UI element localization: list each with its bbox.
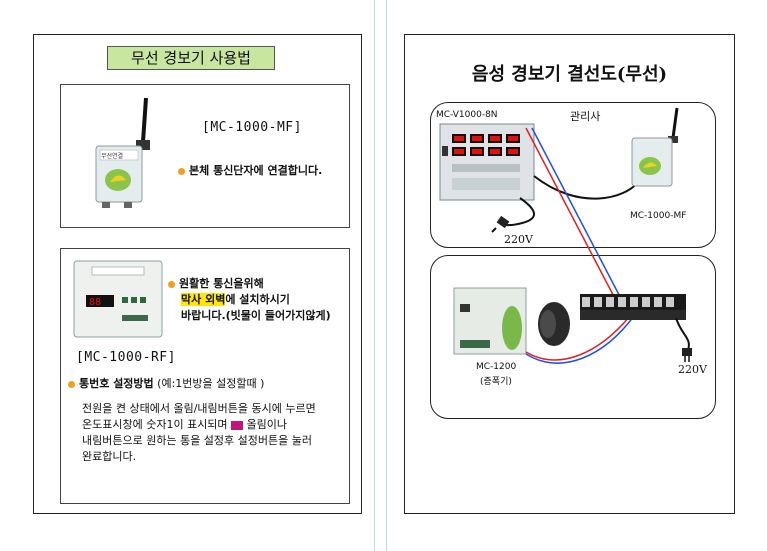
left-page-title: 무선 경보기 사용법 — [107, 46, 275, 70]
svg-text:88: 88 — [89, 297, 101, 308]
bottom-power-label: 220V — [678, 363, 707, 376]
mf-device-image — [95, 97, 150, 208]
manager-label: 관리사 — [570, 110, 601, 123]
rf-model-label: [MC-1000-RF] — [76, 350, 176, 365]
remote-unit-label: MC-1000-MF — [630, 211, 687, 221]
terminal-block-image — [580, 294, 686, 320]
remote-unit-image — [631, 107, 679, 187]
page-guide-line — [386, 0, 387, 551]
mf-device-label: 무선연결 — [101, 153, 124, 160]
up-button-icon — [231, 420, 244, 430]
bullet-icon — [178, 167, 185, 175]
rf-section — [60, 248, 350, 504]
repeater-model-label: MC-1200 — [476, 362, 517, 372]
mf-note-text: 본체 통신단자에 연결합니다. — [189, 164, 323, 177]
repeater-image — [453, 287, 527, 355]
right-page-title: 음성 경보기 결선도(무선) — [471, 64, 668, 85]
main-unit-label: MC-V1000-8N — [436, 110, 498, 120]
wiring-diagram — [439, 107, 692, 364]
repeater-desc-label: (증폭기) — [480, 377, 512, 387]
bullet-icon — [168, 280, 175, 288]
page-guide-line — [374, 0, 375, 551]
bullet-icon — [68, 380, 75, 388]
rf-device-image: 88 — [73, 260, 163, 338]
speaker-image — [538, 302, 570, 346]
instr-line-2a: 온도표시창에 숫자1이 표시되며 — [82, 418, 228, 431]
setup-hint: (예:1번방을 설정할때 ) — [153, 377, 265, 390]
instr-line-1: 전원을 켠 상태에서 올림/내림버튼을 동시에 누르면 — [82, 402, 316, 415]
mf-note: 본체 통신단자에 연결합니다. — [178, 162, 322, 178]
rf-note: 원활한 통신을위해 막사 외벽에 설치하시기 바랍니다.(빗물이 들어가지않게) — [168, 276, 331, 324]
rf-note-line2: 에 설치하시기 — [225, 293, 290, 306]
setup-heading: 통번호 설정방법 (예:1번방을 설정할때 ) — [68, 375, 264, 391]
instr-line-3: 내림버튼으로 원하는 통을 설정후 설정버튼을 눌러 — [82, 434, 313, 447]
rf-note-highlight: 막사 외벽 — [181, 293, 226, 306]
mf-model-label: [MC-1000-MF] — [202, 120, 302, 135]
rf-note-line1: 원활한 통신을위해 — [179, 277, 264, 290]
setup-instructions: 전원을 켠 상태에서 올림/내림버튼을 동시에 누르면 온도표시창에 숫자1이 … — [82, 401, 316, 465]
setup-title: 통번호 설정방법 — [79, 377, 154, 390]
instr-line-2b: 올림이나 — [246, 418, 288, 431]
rf-note-line3: 바랍니다.(빗물이 들어가지않게) — [181, 309, 331, 322]
main-controller-image — [439, 123, 535, 201]
top-power-label: 220V — [504, 233, 533, 246]
instr-line-4: 완료합니다. — [82, 450, 137, 463]
